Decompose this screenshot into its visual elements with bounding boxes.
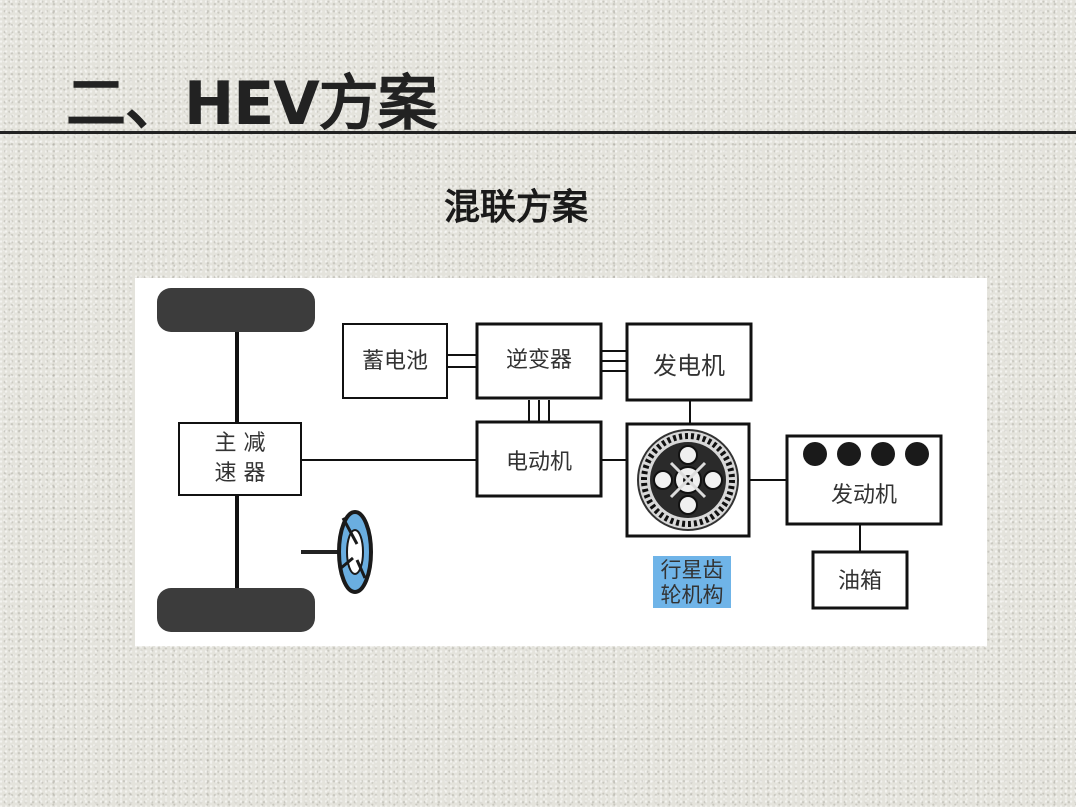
planetary-label-line1: 行星齿 — [661, 558, 724, 582]
steering-wheel-icon — [301, 510, 373, 594]
title-divider — [0, 131, 1076, 134]
battery-label: 蓄电池 — [362, 349, 428, 374]
engine-cylinder-3 — [871, 442, 895, 466]
final-drive-label-line1: 主 减 — [215, 431, 266, 456]
slide-title: 二、HEV方案 — [66, 69, 438, 139]
motor-label: 电动机 — [506, 450, 572, 475]
engine-cylinder-1 — [803, 442, 827, 466]
engine-cylinder-2 — [837, 442, 861, 466]
wheel-front — [157, 288, 315, 332]
generator-box — [625, 322, 753, 402]
battery-box — [342, 323, 448, 399]
engine-cylinder-4 — [905, 442, 929, 466]
planetary-label-line2: 轮机构 — [661, 583, 724, 607]
inverter-label: 逆变器 — [506, 348, 572, 373]
fuel-tank-box — [811, 550, 909, 610]
planetary-label-highlight — [653, 556, 731, 608]
final-drive-label-line2: 速 器 — [215, 461, 266, 486]
generator-label: 发电机 — [653, 352, 725, 380]
final-drive-box — [178, 422, 302, 496]
wheel-rear — [157, 588, 315, 632]
diagram-subtitle: 混联方案 — [443, 186, 588, 228]
engine-label: 发动机 — [831, 483, 897, 508]
fuel-tank-label: 油箱 — [838, 569, 882, 594]
inverter-box — [475, 322, 603, 400]
planetary-gear-icon — [637, 429, 739, 531]
hev-series-parallel-diagram: 蓄电池 逆变器 发电机 主 减 速 器 电动机 发动机 油箱 行星齿 轮机构 — [135, 278, 987, 646]
motor-box — [475, 420, 603, 498]
